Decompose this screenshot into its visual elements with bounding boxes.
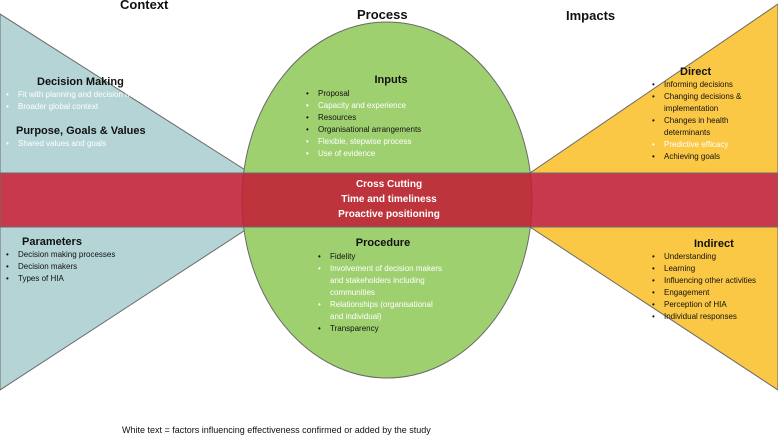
list-item: Informing decisions — [652, 79, 770, 91]
purpose-title: Purpose, Goals & Values — [16, 125, 146, 137]
list-item: Influencing other activities — [652, 275, 770, 287]
list-item: Broader global context — [6, 101, 186, 113]
decision-making-box: Decision Making Fit with planning and de… — [6, 75, 186, 113]
decision-making-list: Fit with planning and decision making co… — [6, 89, 186, 113]
list-item: Achieving goals — [652, 151, 770, 163]
list-item: Learning — [652, 263, 770, 275]
cross-cutting-band — [0, 172, 778, 228]
decision-making-title: Decision Making — [37, 76, 124, 88]
list-item: Decision making processes — [6, 249, 186, 261]
list-item: Flexible, stepwise process — [306, 136, 476, 148]
list-item: Transparency — [318, 323, 448, 335]
direct-box: Direct Informing decisionsChanging decis… — [652, 65, 770, 163]
parameters-box: Parameters Decision making processesDeci… — [6, 235, 186, 285]
list-item: Understanding — [652, 251, 770, 263]
cross-cutting-title: Cross Cutting — [355, 179, 423, 190]
parameters-list: Decision making processesDecision makers… — [6, 249, 186, 285]
procedure-title: Procedure — [355, 237, 411, 249]
cross-cutting-box: Cross Cutting Time and timeliness Proact… — [289, 177, 489, 222]
procedure-list: FidelityInvolvement of decision makers a… — [318, 251, 448, 335]
list-item: Organisational arrangements — [306, 124, 476, 136]
list-item: Shared values and goals — [6, 138, 186, 150]
list-item: Involvement of decision makers and stake… — [318, 263, 448, 299]
list-item: Fidelity — [318, 251, 448, 263]
indirect-list: UnderstandingLearningInfluencing other a… — [652, 251, 770, 323]
cross-cutting-line-1: Time and timeliness — [341, 194, 437, 205]
impacts-heading: Impacts — [566, 8, 616, 23]
list-item: Changing decisions & implementation — [652, 91, 770, 115]
direct-list: Informing decisionsChanging decisions & … — [652, 79, 770, 163]
footer-note: White text = factors influencing effecti… — [122, 425, 431, 435]
list-item: Changes in health determinants — [652, 115, 770, 139]
list-item: Relationships (organisational and indivi… — [318, 299, 448, 323]
inputs-list: ProposalCapacity and experienceResources… — [306, 88, 476, 160]
list-item: Use of evidence — [306, 148, 476, 160]
inputs-title: Inputs — [374, 74, 408, 86]
parameters-title: Parameters — [22, 236, 82, 248]
list-item: Resources — [306, 112, 476, 124]
list-item: Capacity and experience — [306, 100, 476, 112]
cross-cutting-line-2: Proactive positioning — [338, 209, 440, 220]
list-item: Predictive efficacy — [652, 139, 770, 151]
inputs-box: Inputs ProposalCapacity and experienceRe… — [306, 73, 476, 160]
purpose-list: Shared values and goals — [6, 138, 186, 150]
list-item: Engagement — [652, 287, 770, 299]
list-item: Decision makers — [6, 261, 186, 273]
list-item: Proposal — [306, 88, 476, 100]
list-item: Individual responses — [652, 311, 770, 323]
list-item: Types of HIA — [6, 273, 186, 285]
indirect-box: Indirect UnderstandingLearningInfluencin… — [652, 237, 770, 323]
process-heading: Process — [357, 7, 408, 22]
list-item: Fit with planning and decision making co… — [6, 89, 186, 101]
list-item: Perception of HIA — [652, 299, 770, 311]
purpose-box: Purpose, Goals & Values Shared values an… — [6, 124, 186, 150]
direct-title: Direct — [680, 66, 712, 78]
indirect-title: Indirect — [694, 238, 734, 250]
context-heading: Context — [120, 0, 169, 12]
procedure-box: Procedure FidelityInvolvement of decisio… — [318, 236, 448, 335]
